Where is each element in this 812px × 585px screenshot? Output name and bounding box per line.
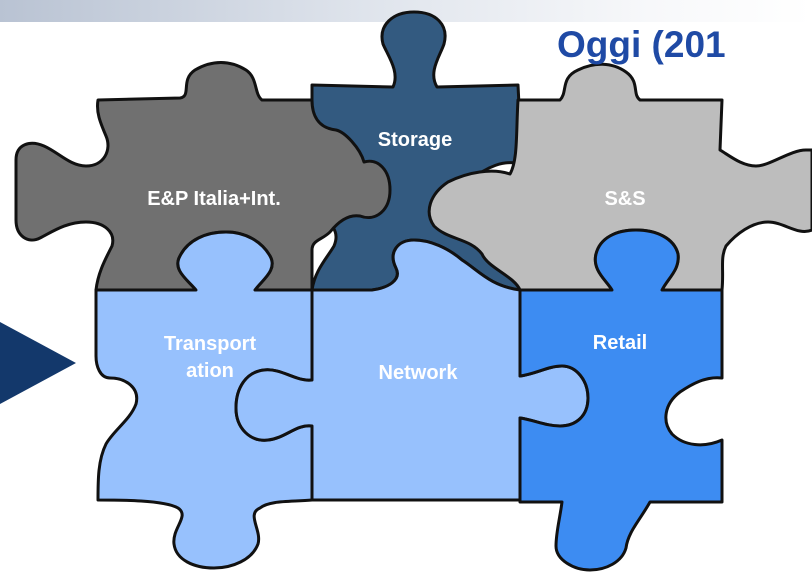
label-retail: Retail: [592, 332, 648, 354]
puzzle-piece-retail: [518, 228, 724, 572]
label-ep-italia: E&P Italia+Int.: [147, 188, 281, 210]
slide-title: Oggi (201: [557, 24, 726, 65]
label-storage: Storage: [377, 129, 453, 151]
label-ss: S&S: [604, 188, 646, 210]
label-network: Network: [378, 362, 458, 384]
right-triangle-arrow-icon: [0, 322, 76, 404]
label-transportation-line1: Transport: [163, 333, 257, 355]
top-gradient-band: [0, 0, 812, 22]
label-transportation-line2: ation: [186, 360, 234, 382]
label-transportation: Transport ation: [120, 331, 300, 385]
puzzle-piece-transportation: [94, 230, 314, 570]
